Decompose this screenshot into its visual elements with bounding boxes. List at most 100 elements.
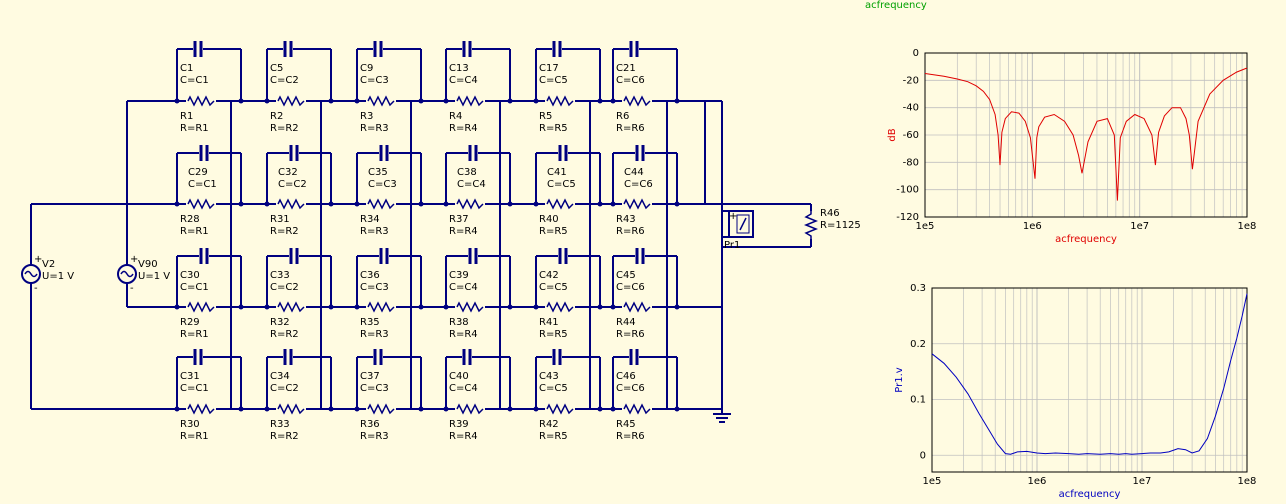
resistor-value: R=R2 <box>270 329 299 340</box>
y-tick-label: -20 <box>903 75 919 86</box>
x-tick-label: 1e7 <box>1130 221 1149 232</box>
resistor-name: R38 <box>449 317 469 328</box>
resistor-value: R=R2 <box>270 123 299 134</box>
resistor-value: R=R4 <box>449 431 478 442</box>
source-v90[interactable]: + - V90 U=1 V <box>117 254 170 294</box>
y-axis-label: dB <box>887 128 898 141</box>
resistor-name: R6 <box>616 111 629 122</box>
resistor-value: R=R6 <box>616 123 645 134</box>
components[interactable]: C1C=C1R1R=R1C5C=C2R2R=R2C9C=C3R3R=R3C13C… <box>180 41 653 442</box>
capacitor-value: C=C5 <box>539 383 568 394</box>
capacitor-value: C=C3 <box>360 383 389 394</box>
capacitor-value: C=C5 <box>539 282 568 293</box>
plot-frame <box>924 52 1248 218</box>
capacitor-value: C=C1 <box>188 179 217 190</box>
capacitor-value: C=C2 <box>270 75 299 86</box>
resistor-name: R3 <box>360 111 373 122</box>
capacitor-name: C36 <box>360 270 380 281</box>
capacitor-name: C38 <box>457 167 477 178</box>
resistor-name: R45 <box>616 419 636 430</box>
resistor-name: R40 <box>539 214 559 225</box>
y-tick-label: 0.2 <box>910 339 926 350</box>
capacitor-value: C=C6 <box>624 179 653 190</box>
capacitor-name: C40 <box>449 371 469 382</box>
source-v2[interactable]: + - V2 U=1 V <box>21 254 74 294</box>
resistor-value: R=R3 <box>360 431 389 442</box>
resistor-name: R2 <box>270 111 283 122</box>
resistor-name: R42 <box>539 419 559 430</box>
resistor-value: R=R5 <box>539 329 568 340</box>
source-v2-value: U=1 V <box>42 271 74 282</box>
x-tick-label: 1e5 <box>923 476 942 487</box>
svg-text:-: - <box>130 283 134 294</box>
y-tick-label: -80 <box>903 157 919 168</box>
y-tick-label: -40 <box>903 103 919 114</box>
capacitor-name: C5 <box>270 63 283 74</box>
capacitor-value: C=C6 <box>616 383 645 394</box>
capacitor-name: C46 <box>616 371 636 382</box>
probe-pr1[interactable]: + Pr1 <box>724 210 754 251</box>
resistor-name: R30 <box>180 419 200 430</box>
series-line <box>931 293 1248 455</box>
resistor-value: R=R3 <box>360 123 389 134</box>
capacitor-name: C43 <box>539 371 559 382</box>
resistor-name: R32 <box>270 317 290 328</box>
capacitor-name: C34 <box>270 371 290 382</box>
resistor-value: R=R5 <box>539 123 568 134</box>
load-name: R46 <box>820 208 840 219</box>
capacitor-name: C42 <box>539 270 559 281</box>
resistor-value: R=R1 <box>180 431 209 442</box>
capacitor-value: C=C3 <box>360 75 389 86</box>
resistor-name: R44 <box>616 317 636 328</box>
capacitor-value: C=C3 <box>368 179 397 190</box>
y-tick-label: -100 <box>896 185 919 196</box>
resistor-name: R41 <box>539 317 559 328</box>
capacitor-name: C21 <box>616 63 636 74</box>
resistor-value: R=R2 <box>270 226 299 237</box>
resistor-value: R=R2 <box>270 431 299 442</box>
resistor-name: R43 <box>616 214 636 225</box>
capacitor-value: C=C4 <box>449 75 478 86</box>
x-tick-label: 1e8 <box>1238 476 1257 487</box>
svg-text:+: + <box>130 254 138 265</box>
source-v90-name: V90 <box>138 259 158 270</box>
sources[interactable]: + - V2 U=1 V + - V90 U=1 V <box>21 254 170 294</box>
y-tick-label: 0 <box>913 48 919 59</box>
probe-name: Pr1 <box>724 240 740 251</box>
capacitor-value: C=C2 <box>270 383 299 394</box>
capacitor-value: C=C4 <box>457 179 486 190</box>
capacitor-name: C41 <box>547 167 567 178</box>
y-tick-label: 0.1 <box>910 395 926 406</box>
resistor-name: R1 <box>180 111 193 122</box>
capacitor-name: C33 <box>270 270 290 281</box>
load-r46[interactable]: R46 R=1125 <box>803 208 861 239</box>
capacitor-name: C37 <box>360 371 380 382</box>
